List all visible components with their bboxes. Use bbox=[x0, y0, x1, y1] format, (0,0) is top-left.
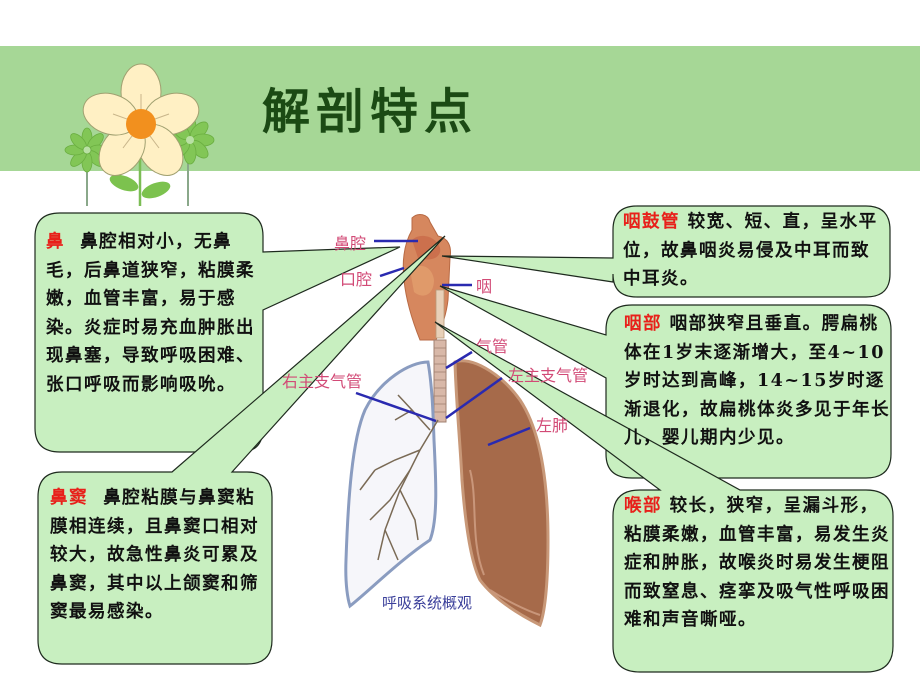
label-right-bronchus: 右主支气管 bbox=[282, 372, 363, 391]
eustachian-text: 较宽、短、直，呈水平位，故鼻咽炎易侵及中耳而致中耳炎。 bbox=[623, 212, 878, 289]
pharynx-text: 咽部狭窄且垂直。腭扁桃体在1岁末逐渐增大，至4~10岁时达到高峰，14~15岁时… bbox=[624, 314, 890, 448]
nose-text: 鼻腔相对小，无鼻毛，后鼻道狭窄，粘膜柔嫩，血管丰富，易于感染。炎症时易充血肿胀出… bbox=[46, 232, 255, 395]
larynx-callout: 喉部 较长，狭窄，呈漏斗形，粘膜柔嫩，血管丰富，易发生炎症和肿胀，故喉炎时易发生… bbox=[624, 492, 890, 635]
sinus-text: 鼻腔粘膜与鼻窦粘膜相连续，且鼻窦口相对较大，故急性鼻炎可累及鼻窦，其中以上颌窦和… bbox=[50, 488, 259, 622]
eustachian-callout-shape bbox=[441, 205, 891, 298]
nose-heading: 鼻 bbox=[46, 232, 65, 252]
sinus-heading: 鼻窦 bbox=[50, 488, 88, 508]
pharynx-callout: 咽部 咽部狭窄且垂直。腭扁桃体在1岁末逐渐增大，至4~10岁时达到高峰，14~1… bbox=[624, 310, 890, 453]
larynx-callout-shape bbox=[434, 321, 894, 673]
pharynx-heading: 咽部 bbox=[624, 314, 662, 334]
eustachian-callout: 咽鼓管 较宽、短、直，呈水平位，故鼻咽炎易侵及中耳而致中耳炎。 bbox=[623, 208, 887, 294]
label-oral-cavity: 口腔 bbox=[340, 270, 373, 289]
respiratory-diagram bbox=[344, 214, 550, 628]
larynx-heading: 喉部 bbox=[624, 496, 662, 516]
larynx-text: 较长，狭窄，呈漏斗形，粘膜柔嫩，血管丰富，易发生炎症和肿胀，故喉炎时易发生梗阻而… bbox=[624, 496, 890, 630]
label-pharynx: 咽 bbox=[476, 277, 493, 296]
pharynx-callout-shape bbox=[439, 285, 892, 479]
label-trachea: 气管 bbox=[476, 337, 509, 356]
sinus-callout: 鼻窦 鼻腔粘膜与鼻窦粘膜相连续，且鼻窦口相对较大，故急性鼻炎可累及鼻窦，其中以上… bbox=[50, 484, 268, 627]
label-left-bronchus: 左主支气管 bbox=[508, 366, 589, 385]
diagram-caption: 呼吸系统概观 bbox=[382, 594, 473, 612]
sinus-callout-shape bbox=[37, 235, 446, 665]
label-nasal-cavity: 鼻腔 bbox=[334, 234, 367, 253]
page-title: 解剖特点 bbox=[262, 84, 479, 140]
eustachian-heading: 咽鼓管 bbox=[623, 212, 680, 232]
label-left-lung: 左肺 bbox=[536, 416, 569, 435]
nose-callout: 鼻 鼻腔相对小，无鼻毛，后鼻道狭窄，粘膜柔嫩，血管丰富，易于感染。炎症时易充血肿… bbox=[46, 228, 264, 399]
flower-decoration-icon bbox=[64, 63, 215, 206]
